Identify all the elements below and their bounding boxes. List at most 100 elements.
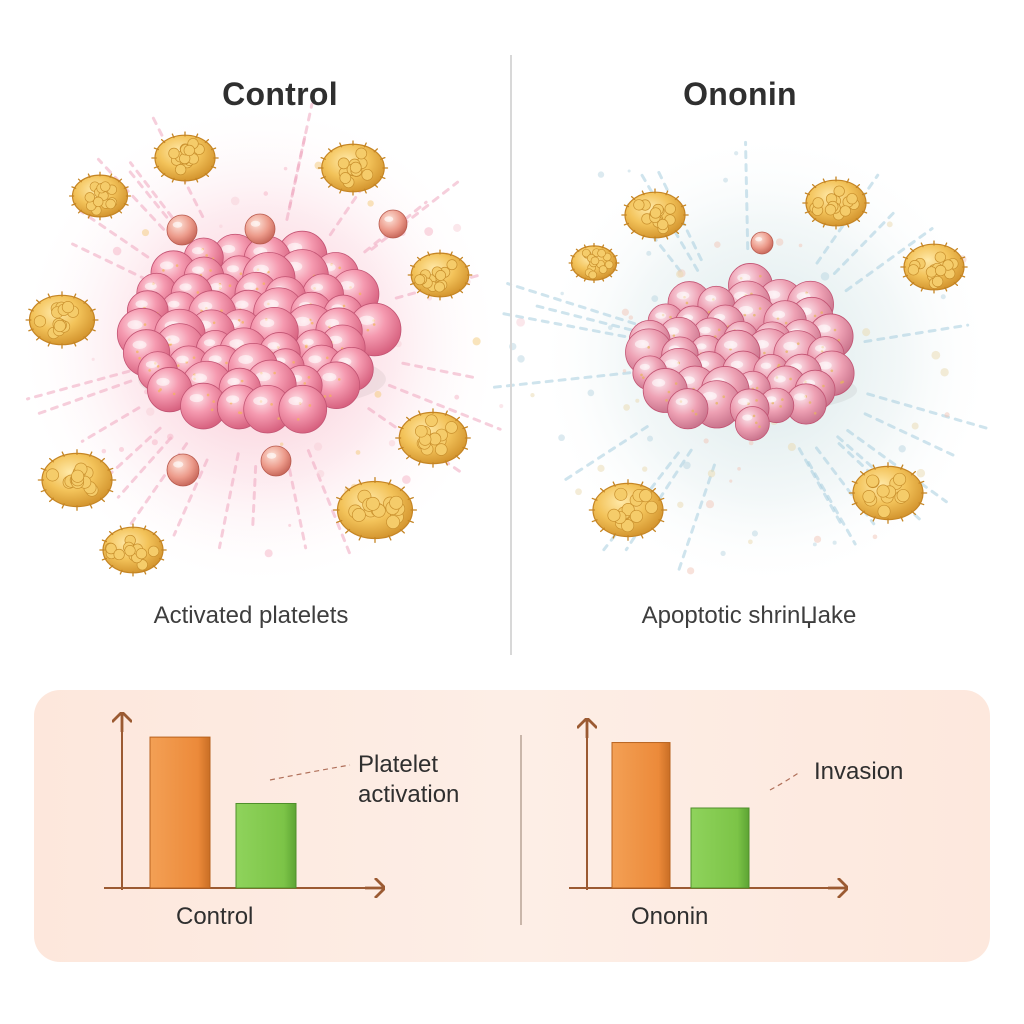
platelet: [99, 523, 167, 577]
platelet: [802, 176, 870, 230]
cell-highlight: [243, 282, 257, 291]
cell-highlight: [723, 340, 738, 349]
granule-dot: [812, 542, 817, 547]
cell-speckle: [176, 364, 180, 367]
cell-speckle: [758, 425, 761, 428]
cell-speckle: [755, 421, 758, 425]
platelet: [568, 242, 620, 284]
cell-speckle: [715, 401, 719, 405]
cell-highlight: [176, 355, 189, 364]
cell-speckle: [225, 361, 228, 365]
cell-highlight: [793, 393, 807, 401]
platelet: [68, 171, 132, 221]
cell-speckle: [329, 394, 332, 398]
granule-dot: [627, 169, 631, 173]
granule-dot: [454, 394, 460, 400]
cell-highlight: [191, 373, 207, 383]
cell-speckle: [665, 399, 668, 402]
granule-dot: [813, 535, 822, 543]
granule-dot: [775, 238, 784, 246]
cell-highlight: [766, 290, 781, 299]
cell-highlight: [738, 305, 754, 315]
cell-speckle: [640, 373, 643, 377]
cell-speckle: [830, 369, 834, 373]
granule-streak: [287, 102, 314, 211]
granule-streak: [866, 392, 990, 431]
invasion-chart: [569, 728, 838, 890]
cell-speckle: [642, 376, 645, 379]
cell-speckle: [667, 390, 671, 394]
cell-highlight: [742, 414, 753, 421]
granule-dot: [647, 435, 654, 442]
tumor-cell: [734, 406, 770, 441]
granule-dot: [940, 294, 946, 300]
platelet: [25, 291, 99, 349]
platelet-activation-label-line-1: Platelet: [358, 751, 439, 778]
granule-dot: [748, 440, 754, 446]
cell-highlight: [308, 355, 322, 364]
platelet-activation-label: Platelet activation: [358, 750, 459, 810]
cell-highlight: [384, 216, 394, 222]
cell-highlight: [730, 360, 744, 369]
cell-speckle: [841, 380, 845, 384]
cell-highlight: [666, 327, 680, 335]
granule-dot: [832, 540, 837, 545]
granule-dot: [367, 200, 374, 207]
cell-highlight: [191, 247, 204, 255]
cell-speckle: [143, 323, 147, 326]
control-caption: Activated platelets: [153, 602, 349, 629]
granule-dot: [622, 369, 627, 373]
granule-dot: [355, 450, 361, 455]
cell-highlight: [267, 342, 280, 350]
cell-highlight: [696, 343, 707, 350]
granule-dot: [621, 308, 629, 316]
granule-streak: [96, 157, 174, 241]
cell-highlight: [328, 335, 343, 344]
granule-dot: [911, 422, 919, 430]
cell-highlight: [773, 375, 786, 383]
cell-highlight: [760, 362, 772, 369]
cell-highlight: [179, 283, 192, 291]
cell-speckle: [156, 364, 160, 368]
cell-highlight: [676, 291, 690, 300]
granule-dot: [635, 398, 640, 403]
cell-speckle: [304, 345, 308, 349]
cell-speckle: [162, 269, 165, 272]
cell-highlight: [259, 318, 275, 328]
granule-streak: [676, 463, 716, 574]
granule-dot: [151, 439, 158, 446]
granule-dot: [517, 355, 525, 363]
cell-speckle: [813, 314, 817, 318]
granule-streak: [863, 323, 970, 344]
cell-highlight: [238, 355, 254, 364]
cell-highlight: [818, 361, 832, 370]
granule-dot: [575, 488, 582, 496]
cell-speckle: [270, 403, 273, 406]
granule-streak: [844, 227, 934, 293]
cell-speckle: [691, 409, 695, 413]
granule-dot: [597, 171, 605, 178]
cell-highlight: [198, 301, 213, 311]
bar-green: [690, 807, 750, 889]
granule-dot: [424, 227, 434, 236]
cell-highlight: [302, 338, 314, 346]
cell-speckle: [241, 321, 245, 324]
ononin-title: Ononin: [683, 76, 797, 112]
cell-speckle: [820, 311, 823, 314]
granule-streak: [500, 311, 640, 341]
granule-dot: [388, 439, 396, 447]
cell-highlight: [634, 339, 649, 349]
granule-dot: [167, 433, 174, 441]
cell-speckle: [785, 350, 788, 353]
cell-highlight: [172, 221, 183, 228]
cell-highlight: [310, 283, 324, 291]
cell-speckle: [372, 323, 376, 326]
tumor-cell: [667, 388, 709, 430]
granule-streak: [172, 458, 209, 537]
cell-highlight: [766, 396, 777, 403]
tumor-cell: [278, 384, 328, 434]
cell-speckle: [717, 328, 721, 332]
granule-dot: [313, 442, 323, 451]
granule-streak: [602, 451, 680, 552]
